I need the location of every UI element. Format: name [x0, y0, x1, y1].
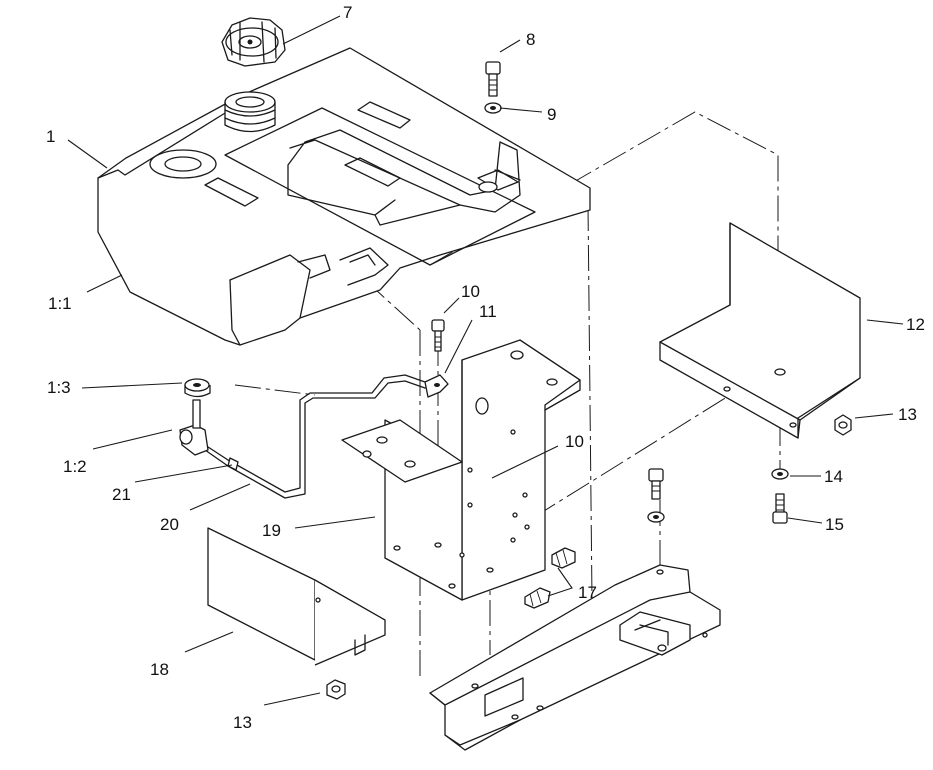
callout-10-upper: 10: [461, 282, 480, 301]
callout-15: 15: [825, 515, 844, 534]
callout-1-3: 1:3: [47, 378, 71, 397]
lock-washer-14: [771, 468, 789, 480]
bolt-15: [772, 493, 788, 524]
tank-support-bracket: [659, 222, 861, 439]
callout-12: 12: [906, 315, 925, 334]
callout-1: 1: [46, 127, 55, 146]
callout-13-bottom: 13: [233, 713, 252, 732]
callout-18: 18: [150, 660, 169, 679]
washer-9: [484, 102, 502, 114]
fuel-cap: [221, 17, 286, 67]
elbow-fitting: [179, 399, 209, 456]
fuel-line: [204, 374, 426, 499]
callout-14: 14: [824, 467, 843, 486]
callout-9: 9: [547, 105, 556, 124]
callout-labels: 1 1:1 1:3 1:2 21 20 19 18 13 7 8 9 10 11…: [46, 3, 925, 732]
callout-19: 19: [262, 521, 281, 540]
fuel-tank: [97, 47, 591, 346]
grommet: [184, 378, 211, 398]
neck-grommet: [224, 91, 276, 133]
heat-shield: [207, 527, 386, 666]
callout-17: 17: [578, 583, 597, 602]
callout-10-lower: 10: [565, 432, 584, 451]
callout-7: 7: [343, 3, 352, 22]
mounting-bracket: [341, 339, 581, 601]
callout-21: 21: [112, 485, 131, 504]
bolt-10-upper: [431, 319, 445, 352]
leader-lines: [67, 15, 904, 706]
hose-clamp-11: [424, 374, 449, 398]
frame-rail: [429, 564, 721, 751]
callout-8: 8: [526, 30, 535, 49]
callout-20: 20: [160, 515, 179, 534]
callout-11: 11: [479, 302, 497, 321]
callout-13-right: 13: [898, 405, 917, 424]
callout-1-1: 1:1: [48, 294, 72, 313]
callout-1-2: 1:2: [63, 457, 87, 476]
hose-clamp-21: [227, 457, 239, 471]
screw-17-upper: [551, 547, 576, 569]
bolt-8: [485, 61, 501, 97]
bolt-center: [647, 468, 665, 523]
nut-13-bottom: [326, 679, 346, 700]
screw-17-lower: [524, 587, 551, 609]
nut-13-right: [834, 414, 852, 436]
